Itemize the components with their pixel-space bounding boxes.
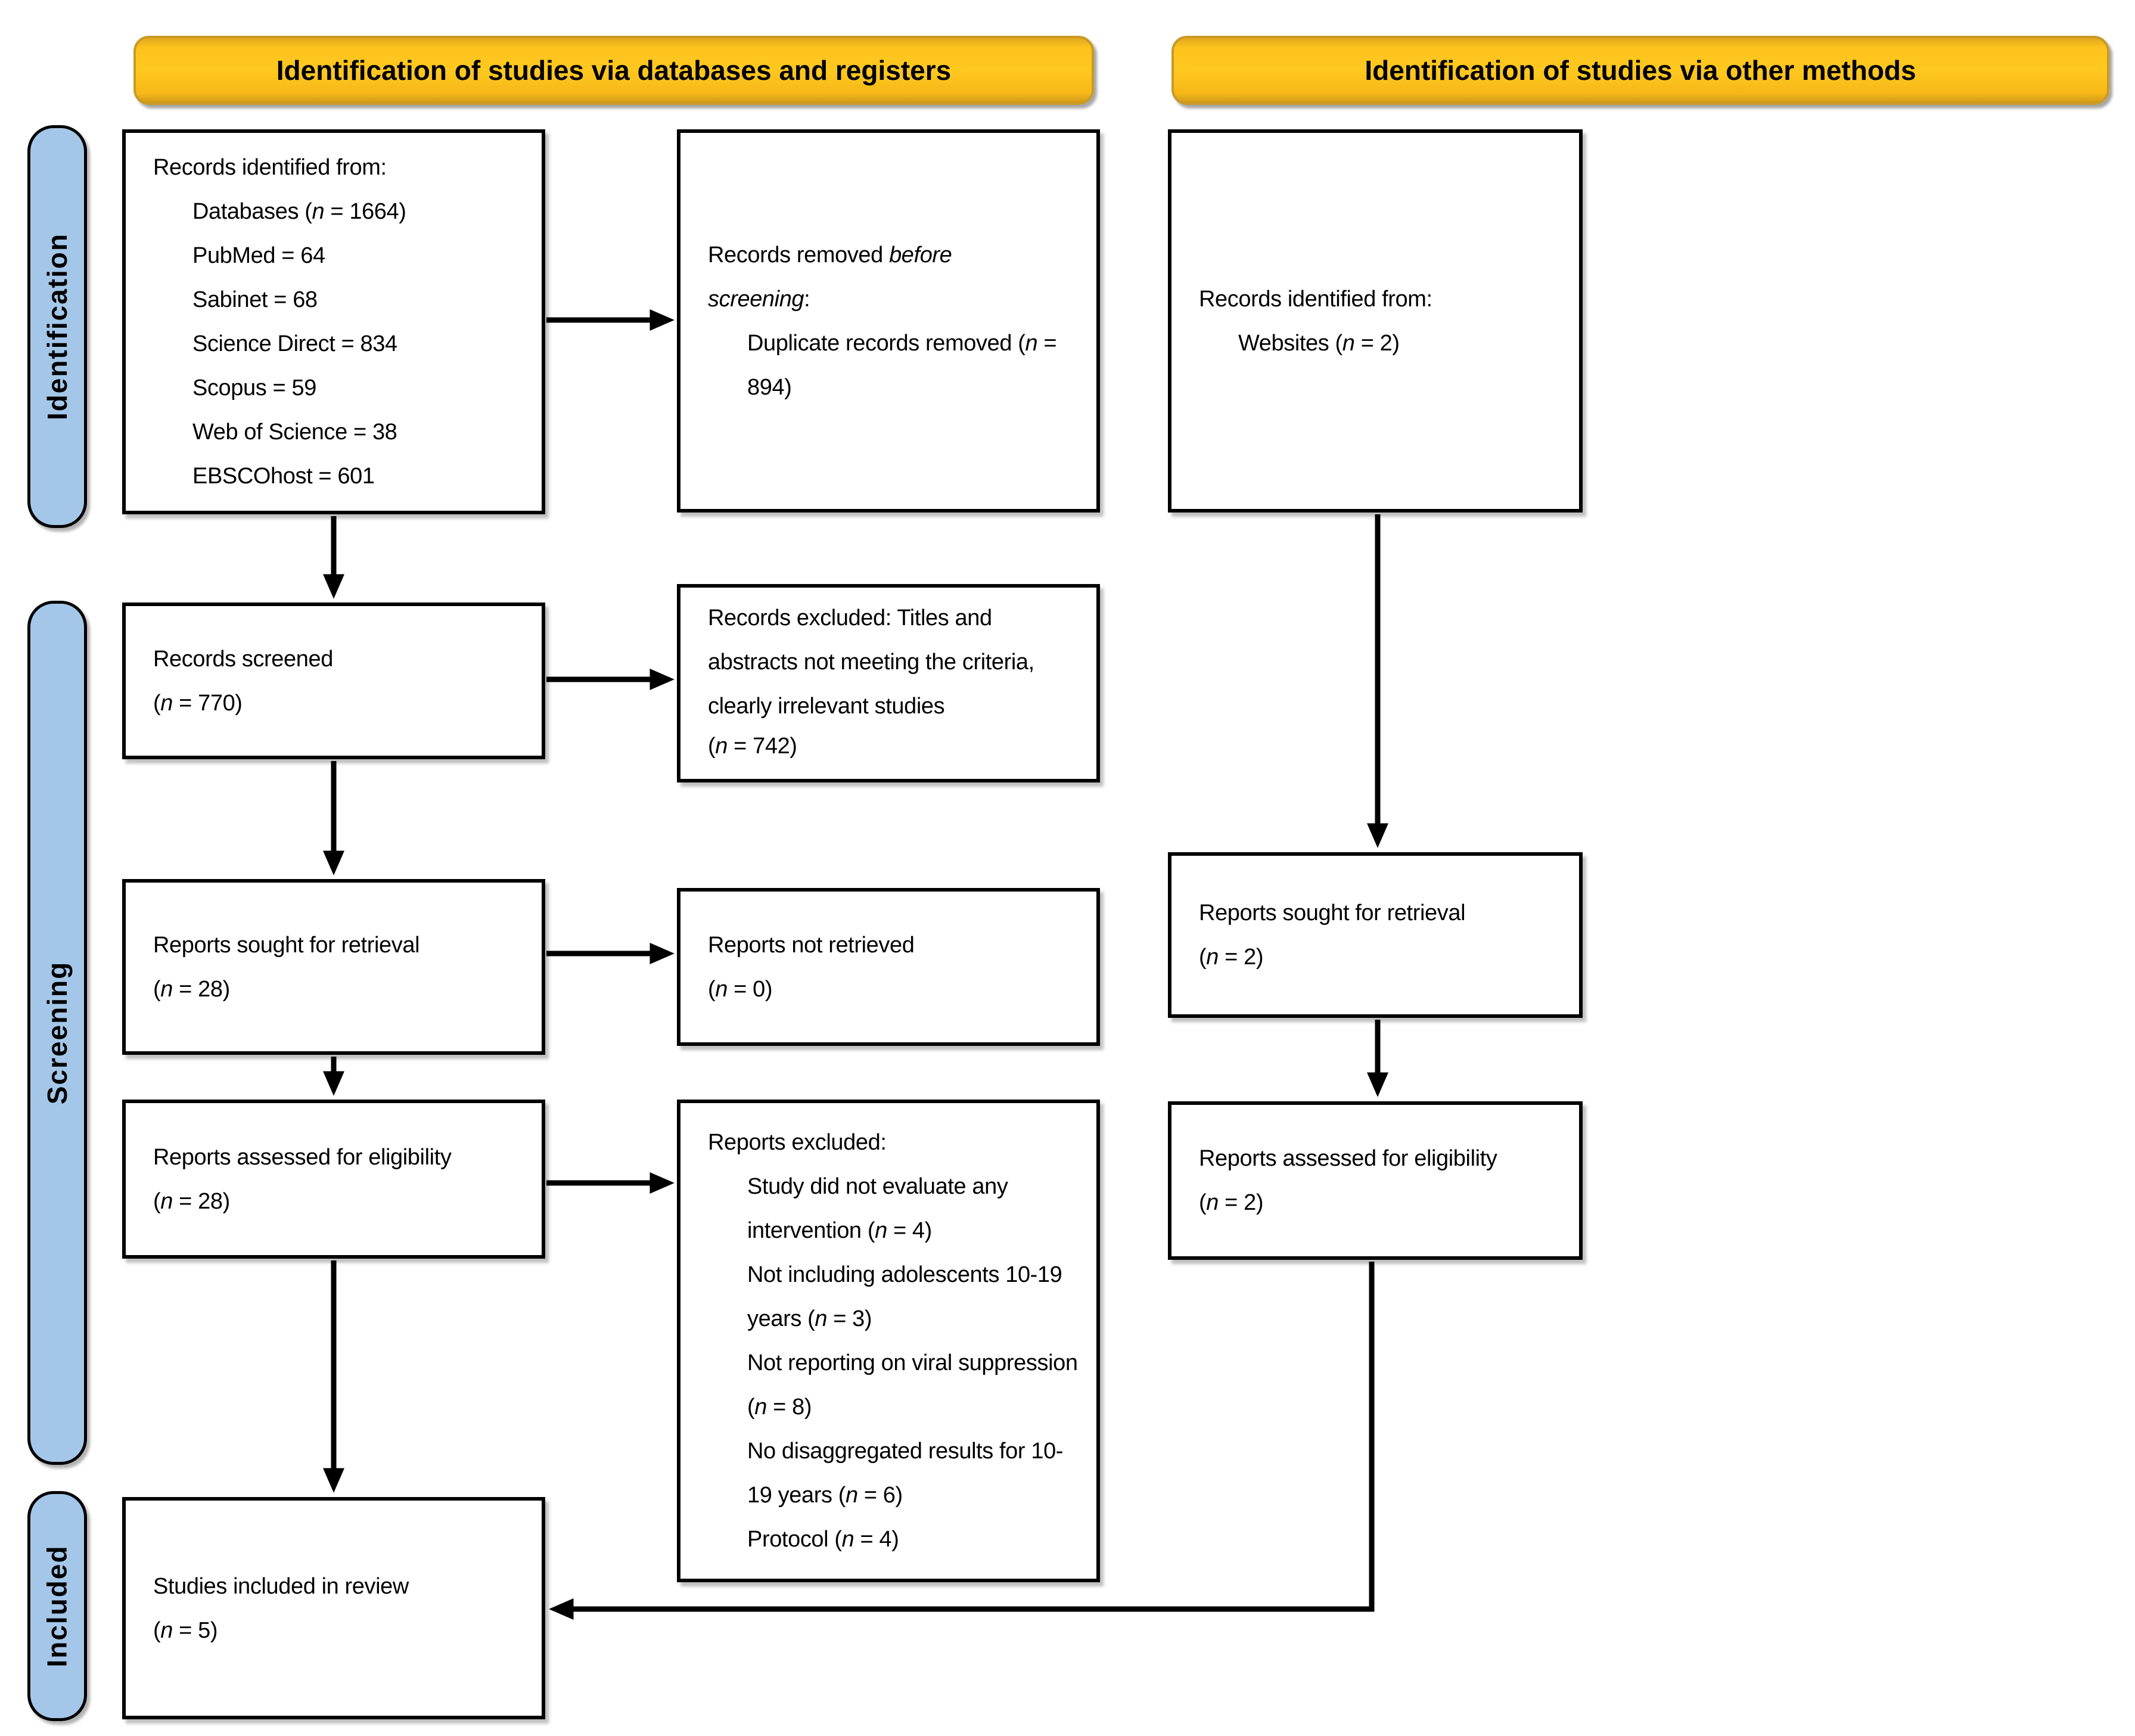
text-line: (n = 2) [1199,945,1264,970]
text-line: Records identified from: [1199,286,1432,312]
box-records-identified-websites: Records identified from: Websites (n = 2) [1168,129,1583,513]
phase-identification-label: Identification [42,232,73,421]
text-line: screening: [708,286,810,312]
box-reports-assessed-other: Reports assessed for eligibility (n = 2) [1168,1101,1583,1260]
text-line: Study did not evaluate any intervention … [747,1174,1008,1243]
text-line: Records removed before [708,242,952,268]
text-line: (n = 2) [1199,1190,1264,1215]
banner-other-methods: Identification of studies via other meth… [1171,36,2109,105]
box-reports-assessed-databases: Reports assessed for eligibility (n = 28) [122,1100,545,1259]
text-line: Records screened [153,646,333,672]
text-line: Scopus = 59 [192,375,316,400]
text-line: Reports not retrieved [708,932,915,958]
phase-included: Included [27,1491,87,1721]
box-reports-excluded-reasons: Reports excluded: Study did not evaluate … [677,1100,1100,1582]
text-line: Records excluded: Titles and abstracts n… [708,605,1034,719]
text-line: Sabinet = 68 [192,287,318,312]
text-line: (n = 742) [708,734,797,759]
text-line: Duplicate records removed (n = 894) [747,330,1057,400]
text-line: Websites (n = 2) [1238,330,1400,356]
text-line: (n = 28) [153,1188,230,1214]
text-line: Web of Science = 38 [192,420,397,445]
phase-included-label: Included [42,1545,73,1667]
box-records-removed-before-screening: Records removed before screening: Duplicat… [677,129,1100,513]
banner-databases-registers: Identification of studies via databases … [133,36,1094,105]
box-reports-not-retrieved: Reports not retrieved (n = 0) [677,888,1100,1046]
box-records-identified-databases: Records identified from: Databases (n = 1… [122,129,545,514]
text-line: Reports sought for retrieval [153,932,420,958]
phase-screening-label: Screening [42,961,73,1105]
box-records-excluded: Records excluded: Titles and abstracts n… [677,584,1100,782]
text-line: Not reporting on viral suppression (n = … [747,1350,1078,1420]
text-line: Databases (n = 1664) [192,199,406,224]
text-line: (n = 5) [153,1617,218,1643]
text-line: Records identified from: [153,155,387,180]
text-line: PubMed = 64 [192,243,325,268]
text-line: (n = 770) [153,690,243,716]
text-line: Reports assessed for eligibility [1199,1146,1497,1171]
text-line: Not including adolescents 10-19 years (n… [747,1262,1062,1331]
phase-screening: Screening [27,601,87,1465]
box-reports-sought-other: Reports sought for retrieval (n = 2) [1168,852,1583,1018]
text-line: (n = 28) [153,976,230,1002]
text-line: Science Direct = 834 [192,331,397,356]
banner-other-methods-label: Identification of studies via other meth… [1365,55,1916,86]
banner-databases-registers-label: Identification of studies via databases … [276,55,952,86]
text-line: Protocol (n = 4) [747,1527,899,1552]
text-line: Reports assessed for eligibility [153,1144,452,1170]
phase-identification: Identification [27,125,87,528]
text-line: EBSCOhost = 601 [192,464,375,489]
box-records-screened: Records screened (n = 770) [122,603,545,759]
text-line: Studies included in review [153,1573,409,1599]
text-line: Reports sought for retrieval [1199,900,1466,926]
text-line: No disaggregated results for 10-19 years… [747,1439,1064,1508]
text-line: (n = 0) [708,976,773,1002]
box-studies-included: Studies included in review (n = 5) [122,1497,545,1719]
box-reports-sought-databases: Reports sought for retrieval (n = 28) [122,879,545,1055]
text-line: Reports excluded: [708,1130,887,1155]
